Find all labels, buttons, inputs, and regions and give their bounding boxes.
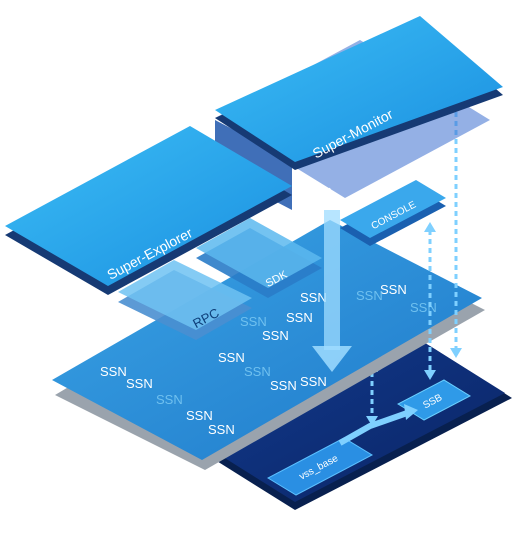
ssn-node-label: SSN	[410, 300, 437, 315]
console-block: CONSOLE	[340, 180, 446, 246]
ssn-node-label: SSN	[356, 288, 383, 303]
super-monitor-top	[215, 16, 503, 162]
rpc-block: RPC	[118, 260, 252, 340]
ssn-node-label: SSN	[186, 408, 213, 423]
dashed-arrow-down-left	[366, 416, 378, 426]
ssn-node-label: SSN	[156, 392, 183, 407]
vss-to-ssb-arrow	[338, 404, 418, 446]
dashed-arrow-down-right	[450, 348, 462, 358]
dashed-arrow-down-mid	[424, 370, 436, 380]
ssn-node-label: SSN	[262, 328, 289, 343]
super-explorer-top	[5, 126, 292, 286]
sdk-block: SDK	[196, 218, 322, 298]
ssn-node-label: SSN	[300, 290, 327, 305]
ssn-node-label: SSN	[286, 310, 313, 325]
super-monitor-panel: Super-Monitor	[215, 16, 503, 170]
api-down-arrow	[312, 210, 352, 372]
ssn-layer-top	[52, 220, 482, 460]
ssn-node-label: SSN	[208, 422, 235, 437]
ssn-node-label: SSN	[126, 376, 153, 391]
ssn-node-label: SSN	[240, 314, 267, 329]
base-layer-top	[212, 341, 505, 502]
ssn-node-label: SSN	[218, 350, 245, 365]
ssn-node-label: SSN	[270, 378, 297, 393]
dashed-arrow-up-mid	[424, 222, 436, 232]
ssn-node-label: SSN	[100, 364, 127, 379]
ssn-node-label: SSN	[380, 282, 407, 297]
ssn-node-label: SSN	[244, 364, 271, 379]
ssn-node-label: SSN	[300, 374, 327, 389]
